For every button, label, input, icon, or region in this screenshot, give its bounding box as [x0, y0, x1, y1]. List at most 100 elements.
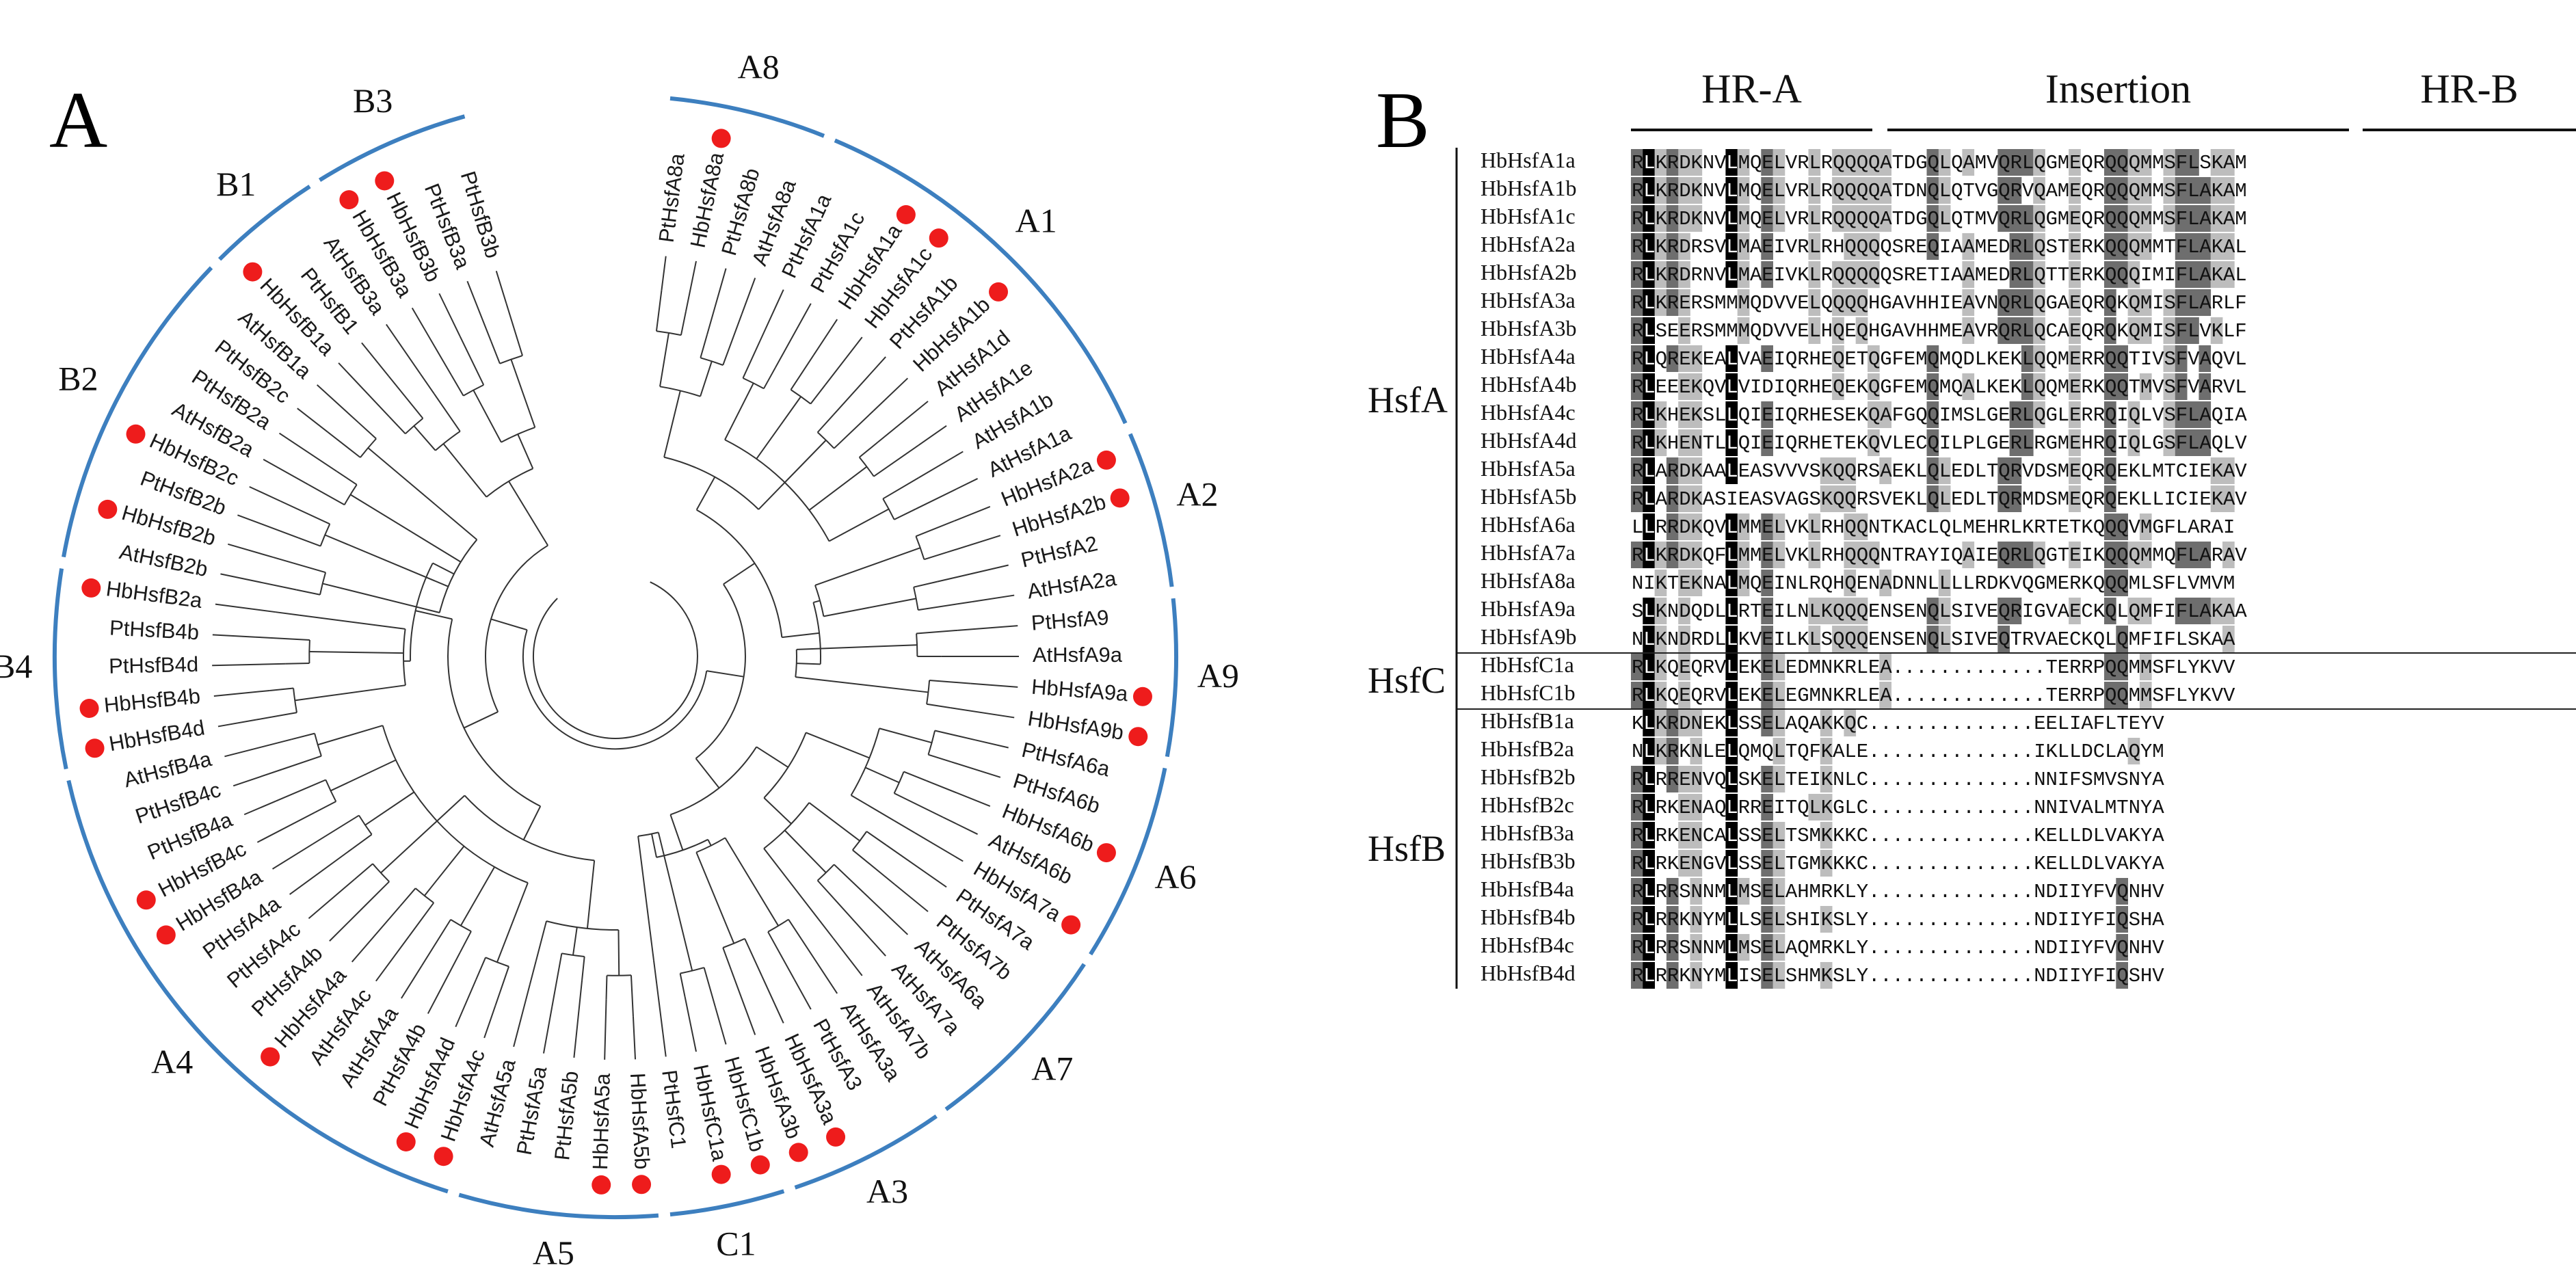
terminal-branch: [243, 800, 276, 816]
residue-shade: [1643, 906, 1655, 933]
terminal-branch: [213, 689, 270, 697]
residue-shade: [1879, 654, 1891, 680]
tip-label: AtHsfB2b: [118, 539, 210, 581]
internal-branch: [722, 314, 743, 366]
residue-shade: [2116, 233, 2128, 260]
panel-a-letter: A: [49, 75, 108, 165]
residue-shade: [2104, 570, 2116, 596]
backbone-branch: [663, 390, 681, 457]
residue-shade: [1725, 598, 1738, 624]
internal-arc: [763, 802, 810, 849]
residue-shade: [1631, 289, 1643, 316]
residue-shade: [2021, 345, 2034, 372]
residue-shade: [1678, 401, 1690, 428]
internal-branch: [475, 957, 486, 980]
residue-shade: [2139, 654, 2152, 680]
internal-branch: [423, 845, 465, 896]
terminal-branch: [375, 935, 410, 982]
residue-shade: [2127, 233, 2140, 260]
sequence-name: HbHsfB2c: [1480, 792, 1574, 817]
sequence-residues: RLKQEQRVLEKELEGMNKRLEA.............TERRP…: [1632, 684, 2235, 707]
residue-shade: [1962, 261, 1975, 288]
residue-shade: [2021, 233, 2034, 260]
residue-shade: [2139, 177, 2152, 204]
residue-shade: [1643, 514, 1655, 540]
internal-arc: [795, 649, 798, 678]
residue-shade: [1690, 485, 1703, 512]
residue-shade: [1737, 205, 1750, 232]
residue-shade: [1761, 205, 1773, 232]
residue-shade: [1844, 570, 1857, 596]
internal-branch: [879, 728, 932, 744]
residue-shade: [1938, 485, 1951, 512]
residue-shade: [1643, 401, 1655, 428]
backbone-branch: [796, 663, 821, 665]
residue-shade: [2104, 598, 2116, 624]
group-label: HsfB: [1368, 828, 1446, 869]
backbone-branch: [756, 746, 789, 768]
residue-shade: [1820, 598, 1833, 624]
residue-shade: [2069, 149, 2081, 176]
internal-arc: [637, 831, 659, 837]
residue-shade: [1761, 570, 1773, 596]
clade-label: B4: [0, 647, 32, 685]
residue-shade: [2104, 149, 2116, 176]
residue-shade: [1926, 401, 1939, 428]
hevea-gene-dot: [126, 424, 146, 444]
terminal-branch: [308, 879, 356, 920]
residue-shade: [1808, 598, 1821, 624]
internal-arc: [308, 639, 310, 664]
residue-shade: [2163, 205, 2176, 232]
backbone-branch: [706, 670, 744, 678]
residue-shade: [1631, 934, 1643, 961]
residue-shade: [1761, 878, 1773, 905]
residue-shade: [2116, 149, 2128, 176]
internal-branch: [818, 918, 834, 939]
residue-shade: [1666, 542, 1679, 568]
residue-shade: [2187, 149, 2199, 176]
residue-shade: [1820, 906, 1833, 933]
tip-label: HbHsfB4b: [103, 684, 201, 717]
sequence-name: HbHsfB3b: [1480, 849, 1576, 873]
internal-branch: [388, 416, 406, 435]
tip-label: AtHsfA2a: [1026, 566, 1118, 604]
internal-branch: [926, 703, 951, 709]
internal-branch: [535, 920, 548, 961]
internal-arc: [293, 688, 297, 713]
hevea-gene-dot: [1061, 915, 1081, 935]
residue-shade: [1631, 401, 1643, 428]
backbone-branch: [695, 477, 716, 511]
internal-branch: [551, 953, 563, 1007]
internal-branch: [408, 902, 435, 937]
tip-label: PtHsfB4d: [109, 652, 199, 678]
internal-branch: [282, 755, 322, 771]
residue-shade: [2033, 177, 2045, 204]
terminal-branch: [957, 625, 1018, 631]
residue-shade: [2069, 373, 2081, 400]
residue-shade: [1643, 934, 1655, 961]
residue-shade: [1879, 205, 1891, 232]
panel-b-letter: B: [1376, 75, 1430, 165]
hevea-gene-dot: [826, 1127, 846, 1147]
residue-shade: [2021, 149, 2034, 176]
tip-label: PtHsfC1: [657, 1069, 691, 1150]
residue-shade: [2175, 429, 2188, 456]
sequence-residues: NIKTEKNALMQEINLRQHQENADNNLLLLRDKVQGMERKQ…: [1632, 572, 2235, 595]
residue-shade: [1844, 598, 1857, 624]
residue-shade: [1690, 457, 1703, 484]
residue-shade: [2163, 149, 2176, 176]
residue-shade: [1643, 177, 1655, 204]
terminal-branch: [774, 303, 812, 369]
clade-label: A5: [533, 1234, 574, 1272]
residue-shade: [2104, 261, 2116, 288]
terminal-branch: [263, 459, 309, 485]
residue-shade: [2199, 598, 2212, 624]
internal-arc: [546, 920, 619, 931]
sequence-residues: RLRRSNNMLMSELAHMRKLY..............NDIIYF…: [1632, 881, 2164, 903]
residue-shade: [1690, 542, 1703, 568]
hevea-gene-dot: [896, 205, 916, 225]
residue-shade: [1678, 850, 1690, 877]
residue-shade: [2116, 373, 2128, 400]
